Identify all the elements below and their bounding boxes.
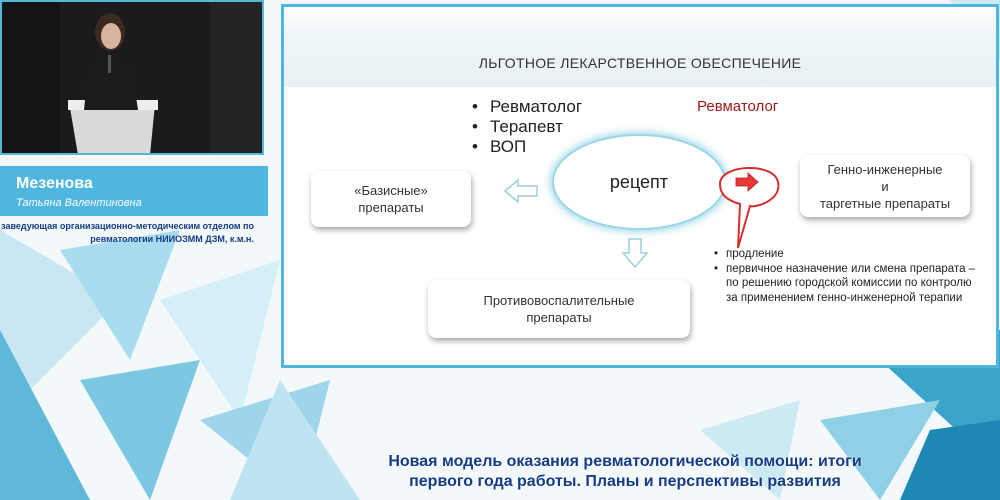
prescriber-list: Ревматолог Терапевт ВОП <box>472 97 582 157</box>
antiinflammatory-drugs-line: Противовоспалительные <box>483 293 635 308</box>
slide-title: ЛЬГОТНОЕ ЛЕКАРСТВЕННОЕ ОБЕСПЕЧЕНИЕ <box>478 55 802 71</box>
speaker-position: заведующая организационно-методическим о… <box>1 221 254 244</box>
antiinflammatory-drugs-box: Противовоспалительные препараты <box>428 280 690 338</box>
genetic-drugs-box: Генно-инженерные и таргетные препараты <box>800 155 970 217</box>
prescriber-item: Ревматолог <box>472 97 582 117</box>
speaker-first-patronymic: Татьяна Валентиновна <box>16 197 142 209</box>
broadcast-title-line: первого года работы. Планы и перспективы… <box>409 473 841 490</box>
speaker-name-bar: Мезенова Татьяна Валентиновна <box>0 166 268 216</box>
video-border <box>0 0 264 155</box>
speaker-video-frame <box>0 0 264 155</box>
genetic-drugs-line: и <box>881 178 889 194</box>
note-item: первичное назначение или смена препарата… <box>714 262 984 306</box>
prescriber-item: ВОП <box>472 137 582 157</box>
prescriber-item: Терапевт <box>472 117 582 137</box>
presentation-slide: ЛЬГОТНОЕ ЛЕКАРСТВЕННОЕ ОБЕСПЕЧЕНИЕ Ревма… <box>281 4 999 368</box>
arrow-down-icon <box>621 238 649 269</box>
broadcast-title: Новая модель оказания ревматологической … <box>320 452 930 492</box>
arrow-left-icon <box>503 178 538 204</box>
prescription-ellipse: рецепт <box>552 134 726 230</box>
speaker-video <box>0 0 264 155</box>
red-callout-icon <box>718 167 780 249</box>
basic-drugs-box: «Базисные» препараты <box>311 171 471 227</box>
notes-list: продление первичное назначение или смена… <box>714 247 984 305</box>
speaker-last-name: Мезенова <box>16 175 93 192</box>
broadcast-title-line: Новая модель оказания ревматологической … <box>388 453 862 470</box>
basic-drugs-line: препараты <box>358 200 424 215</box>
genetic-drugs-line: Генно-инженерные <box>827 161 943 177</box>
prescription-label: рецепт <box>609 171 669 192</box>
slide-header: ЛЬГОТНОЕ ЛЕКАРСТВЕННОЕ ОБЕСПЕЧЕНИЕ <box>284 7 996 87</box>
basic-drugs-line: «Базисные» <box>354 183 428 198</box>
genetic-drugs-line: таргетные препараты <box>819 195 951 211</box>
antiinflammatory-drugs-line: препараты <box>526 310 592 325</box>
specialist-label: Ревматолог <box>697 98 779 115</box>
note-item: продление <box>714 247 984 262</box>
